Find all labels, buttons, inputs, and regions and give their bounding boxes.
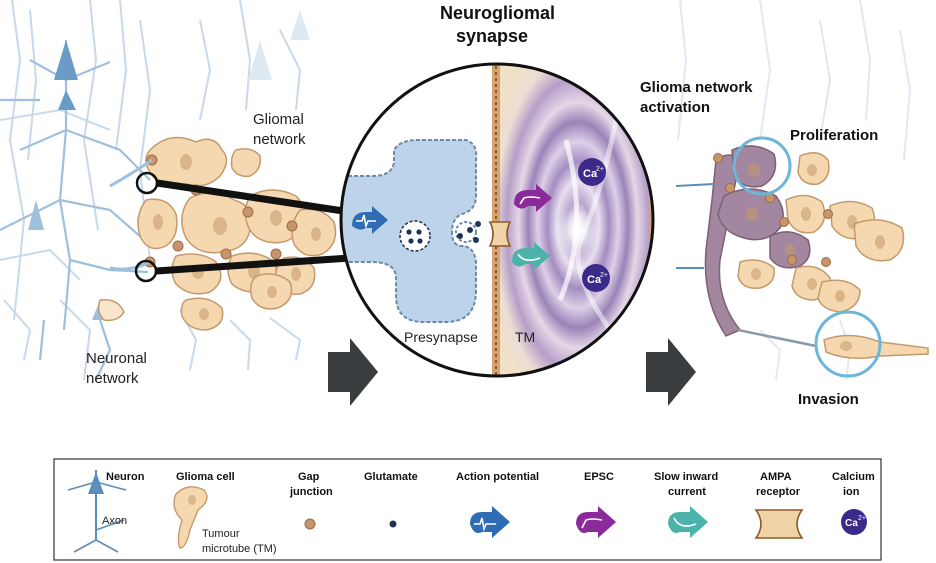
action-potential-icon bbox=[470, 506, 510, 538]
legend-action-potential: Action potential bbox=[456, 471, 539, 483]
title-line-1: Neurogliomal bbox=[440, 3, 555, 23]
invasion-label: Invasion bbox=[798, 391, 859, 408]
process-arrow-icon bbox=[646, 338, 696, 406]
ca-ion-sup: 2+ bbox=[596, 166, 604, 173]
synaptic-vesicle bbox=[399, 220, 431, 252]
glioma-nuclei bbox=[153, 154, 321, 320]
calcium-ion-icon: Ca 2+ bbox=[578, 158, 606, 186]
glioma-activation-label-1: Glioma network bbox=[640, 79, 753, 96]
action-potential-icon bbox=[352, 206, 388, 234]
legend-ampa-2: receptor bbox=[756, 486, 801, 498]
epsc-icon bbox=[514, 184, 552, 212]
legend-glioma-cell: Glioma cell bbox=[176, 471, 235, 483]
legend-calcium-1: Calcium bbox=[832, 471, 875, 483]
glial-network-label-2: network bbox=[253, 131, 306, 148]
legend-glutamate: Glutamate bbox=[364, 471, 418, 483]
calcium-ion-icon: Ca 2+ bbox=[841, 509, 867, 535]
title-line-2: synapse bbox=[456, 26, 528, 46]
tm-label: TM bbox=[515, 329, 535, 345]
released-glutamate bbox=[457, 221, 481, 243]
synapse-zoom-circle bbox=[339, 62, 655, 378]
legend-tm-1: Tumour bbox=[202, 528, 240, 540]
legend-tm-2: microtube (TM) bbox=[202, 543, 277, 555]
glioma-cell-icon bbox=[173, 486, 208, 549]
ampa-receptor-icon bbox=[488, 221, 512, 247]
neuronal-network-label-2: network bbox=[86, 370, 139, 387]
neuron-icon bbox=[67, 470, 127, 553]
legend-slow-1: Slow inward bbox=[654, 471, 718, 483]
legend-slow-2: current bbox=[668, 486, 706, 498]
glioma-activation-label-2: activation bbox=[640, 99, 710, 116]
legend-gap-1: Gap bbox=[298, 471, 320, 483]
slow-inward-current-icon bbox=[668, 506, 708, 538]
legend: Neuron Axon Glioma cell Tumour microtube… bbox=[53, 458, 882, 561]
legend-gap-2: junction bbox=[289, 486, 333, 498]
process-arrow-icon bbox=[328, 338, 378, 406]
glial-network-label-1: Gliomal bbox=[253, 111, 304, 128]
legend-epsc: EPSC bbox=[584, 471, 614, 483]
ca-ion-sup: 2+ bbox=[600, 272, 608, 279]
legend-ca-sup: 2+ bbox=[858, 515, 866, 522]
neuronal-network-right bbox=[677, 0, 912, 381]
ampa-receptor-icon bbox=[754, 509, 804, 539]
legend-neuron: Neuron bbox=[106, 471, 145, 483]
gap-junction-icon bbox=[304, 518, 316, 530]
legend-calcium-2: ion bbox=[843, 486, 860, 498]
glutamate-icon bbox=[389, 520, 397, 528]
neuronal-network-label-1: Neuronal bbox=[86, 350, 147, 367]
zoom-lines bbox=[134, 171, 351, 283]
ca-ion-label: Ca bbox=[587, 274, 602, 286]
legend-ca-label: Ca bbox=[845, 518, 858, 529]
calcium-ion-icon: Ca 2+ bbox=[582, 264, 610, 292]
legend-axon: Axon bbox=[102, 515, 127, 527]
slow-inward-current-icon bbox=[512, 242, 550, 270]
epsc-icon bbox=[576, 506, 616, 538]
ca-ion-label: Ca bbox=[583, 168, 598, 180]
presynapse-label: Presynapse bbox=[404, 329, 478, 345]
proliferation-label: Proliferation bbox=[790, 127, 878, 144]
glioma-network-right bbox=[675, 136, 929, 378]
legend-ampa-1: AMPA bbox=[760, 471, 792, 483]
